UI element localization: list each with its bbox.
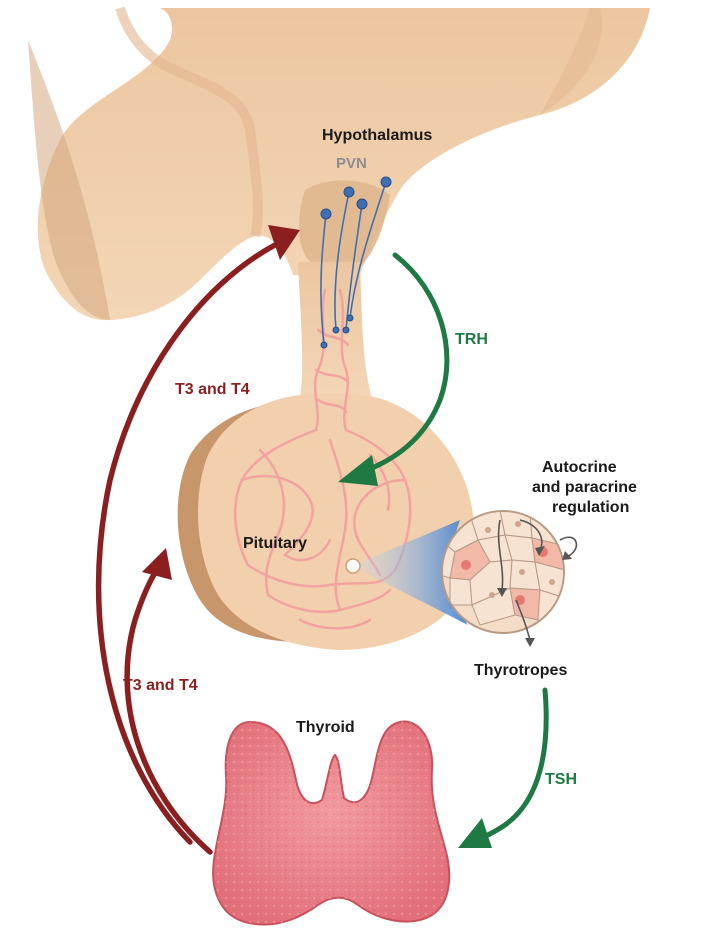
t3-t4-upper-label: T3 and T4	[175, 381, 250, 398]
trh-label: TRH	[455, 331, 488, 348]
t3-t4-arrow-to-pituitary	[127, 568, 210, 852]
thyroid-gland	[213, 722, 449, 925]
autocrine-label-line2: and paracrine	[532, 479, 637, 496]
thyrotropes-cells	[440, 510, 576, 647]
autocrine-label-line1: Autocrine	[542, 459, 617, 476]
tsh-arrow	[458, 690, 546, 848]
thyroid-label: Thyroid	[296, 719, 355, 736]
autocrine-label-line3: regulation	[552, 499, 629, 516]
sample-point	[346, 559, 360, 573]
hypothalamus-label: Hypothalamus	[322, 127, 432, 144]
thyrotropes-label: Thyrotropes	[474, 662, 567, 679]
pituitary-label: Pituitary	[243, 535, 307, 552]
tsh-label: TSH	[545, 771, 577, 788]
pvn-label: PVN	[336, 155, 367, 172]
t3-t4-lower-label: T3 and T4	[123, 677, 198, 694]
